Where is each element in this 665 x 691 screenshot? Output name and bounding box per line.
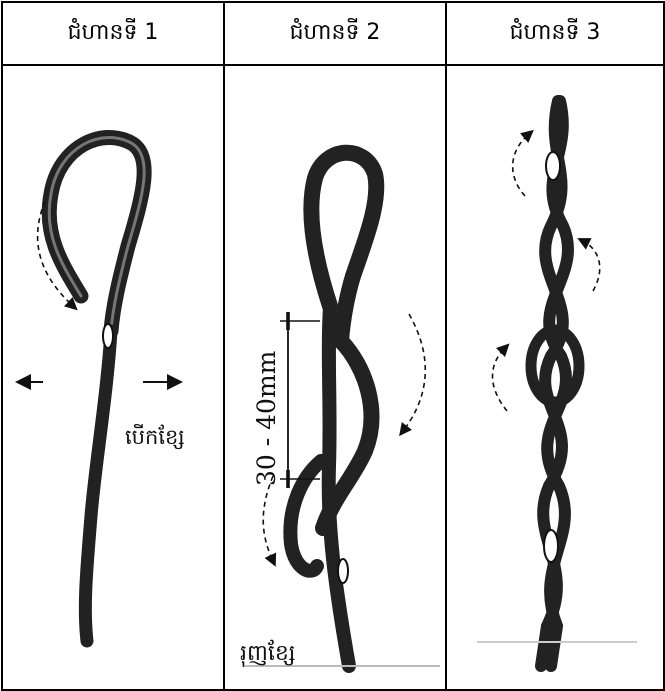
step-2-drawing: 30 - 40mm រុញខ្សែ (225, 66, 443, 687)
rope-standing-part (85, 331, 111, 641)
weave-arrow-middle (583, 241, 600, 291)
rope-loop (49, 137, 144, 331)
step-1-title: ជំហានទី 1 (2, 2, 224, 65)
push-direction-arrow (263, 476, 273, 561)
push-rope-label: រុញខ្សែ (240, 639, 295, 667)
measurement-label: 30 - 40mm (252, 350, 281, 486)
step-1-drawing: បើកខ្សែ (3, 66, 221, 687)
step-1-panel: បើកខ្សែ (2, 65, 224, 690)
rope-loop (311, 153, 376, 341)
header-row: ជំហានទី 1 ជំហានទី 2 ជំហានទី 3 (2, 2, 664, 65)
step-3-panel (446, 65, 664, 690)
step-3-title: ជំហានទី 3 (446, 2, 664, 65)
step-3-drawing (447, 66, 661, 687)
open-rope-label: បើកខ្សែ (125, 424, 185, 450)
weave-arrow-top (513, 134, 529, 196)
step-2-panel: 30 - 40mm រុញខ្សែ (224, 65, 446, 690)
step-2-title: ជំហានទី 2 (224, 2, 446, 65)
drawings-row: បើកខ្សែ (2, 65, 664, 690)
braided-rope (531, 101, 579, 666)
opened-strand-gap (103, 324, 113, 348)
tuck-direction-arrow (403, 314, 425, 431)
weave-arrow-lower (493, 348, 508, 411)
rope-spliced-section (290, 306, 371, 666)
